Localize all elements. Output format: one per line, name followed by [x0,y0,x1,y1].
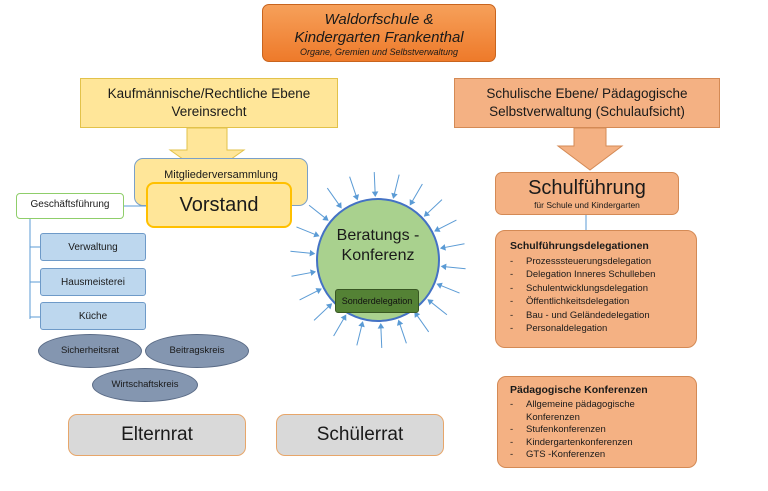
school-level-line2: Selbstverwaltung (Schulaufsicht) [489,104,685,119]
ray-arrowhead [423,210,431,217]
kueche-box: Küche [40,302,146,330]
list-item: Stufenkonferenzen [510,424,696,437]
sicherheitsrat-ellipse: Sicherheitsrat [38,334,142,368]
schulfuehrung-box: Schulführung für Schule und Kindergarten [495,172,679,215]
ray-arrowhead [358,321,365,328]
elternrat-box: Elternrat [68,414,246,456]
delegationen-box: Schulführungsdelegationen Prozesssteueru… [495,230,697,348]
list-item: Bau - und Geländedelegation [510,309,696,323]
ray-arrowhead [409,199,416,206]
beratung-line1: Beratungs - [336,227,420,244]
geschaeftsfuehrung-box: Geschäftsführung [16,193,124,219]
sonderdelegation-box: Sonderdelegation [335,289,419,313]
ray-arrowhead [315,288,322,295]
title-line2: Kindergarten Frankenthal [294,29,464,46]
ray-arrowhead [440,263,447,271]
ray-arrows [290,172,466,348]
ray-arrowhead [313,231,320,238]
ray-arrowhead [377,322,385,329]
ray-arrowhead [310,269,317,276]
list-item: Prozesssteuerungsdelegation [510,255,696,269]
school-level-line1: Schulische Ebene/ Pädagogische [486,86,688,101]
ray-arrowhead [371,191,379,198]
delegationen-heading: Schulführungsdelegationen [510,240,649,252]
verwaltung-box: Verwaltung [40,233,146,261]
ray-arrowhead [391,192,398,199]
list-item: Personaldelegation [510,322,696,336]
commercial-level-line2: Vereinsrecht [171,104,247,119]
ray-arrowhead [352,194,360,201]
list-item: Allgemeine pädagogische Konferenzen [510,399,656,424]
vorstand-box: Vorstand [146,182,292,228]
ray-arrowhead [414,311,421,318]
schuelerrat-box: Schülerrat [276,414,444,456]
ray-arrowhead [340,314,347,321]
ray-arrowhead [439,244,446,251]
ray-arrowhead [396,319,404,326]
list-item: GTS -Konferenzen [510,449,696,462]
schulfuehrung-title: Schulführung [528,177,646,199]
commercial-level-line1: Kaufmännische/Rechtliche Ebene [107,86,311,101]
delegationen-list: Prozesssteuerungsdelegation Delegation I… [510,255,696,336]
ray-arrowhead [434,225,441,232]
ray-arrowhead [335,202,342,209]
konferenzen-list: Allgemeine pädagogische Konferenzen Stuf… [510,399,696,462]
title-box: Waldorfschule & Kindergarten Frankenthal… [262,4,496,62]
commercial-level-box: Kaufmännische/Rechtliche Ebene Vereinsre… [80,78,338,128]
schulfuehrung-subtitle: für Schule und Kindergarten [534,200,640,210]
ray-arrowhead [322,214,329,221]
list-item: Kindergartenkonferenzen [510,437,696,450]
konferenzen-heading: Pädagogische Konferenzen [510,384,648,396]
ray-arrowhead [309,249,316,257]
ray-arrowhead [427,299,434,306]
beitragskreis-ellipse: Beitragskreis [145,334,249,368]
right-down-arrow [556,127,624,171]
beratung-line2: Konferenz [341,247,415,264]
hausmeisterei-box: Hausmeisterei [40,268,146,296]
list-item: Öffentlichkeitsdelegation [510,295,696,309]
wirtschaftskreis-ellipse: Wirtschaftskreis [92,368,198,402]
beratungskonferenz-circle: Beratungs - Konferenz Sonderdelegation [316,198,440,322]
ray-arrowhead [436,282,443,289]
list-item: Schulentwicklungsdelegation [510,282,696,296]
title-line1: Waldorfschule & [324,11,434,28]
school-level-box: Schulische Ebene/ Pädagogische Selbstver… [454,78,720,128]
list-item: Delegation Inneres Schulleben [510,268,696,282]
title-line3: Organe, Gremien und Selbstverwaltung [299,47,459,57]
ray-arrowhead [325,303,333,310]
konferenzen-box: Pädagogische Konferenzen Allgemeine päda… [497,376,697,468]
